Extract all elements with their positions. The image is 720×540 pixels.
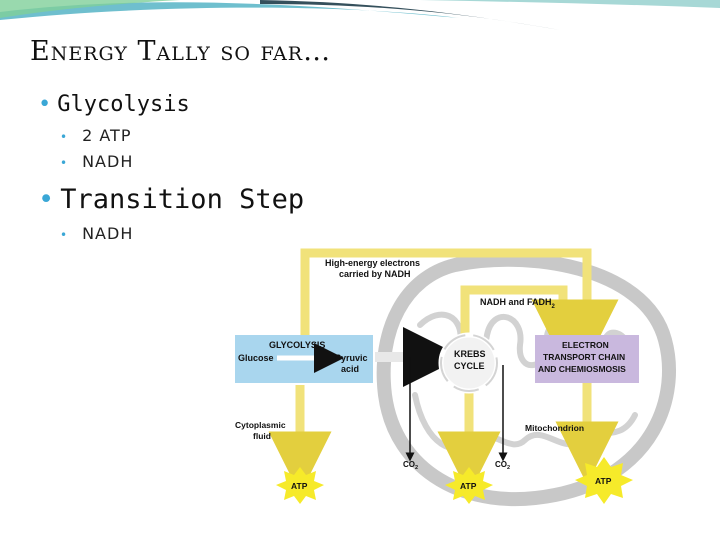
- label-co2-1: CO2: [403, 460, 418, 471]
- bullet-dot-icon: •: [60, 156, 69, 170]
- bullet-transition-step: •Transition Step: [38, 184, 304, 215]
- subitem-label: NADH: [82, 224, 134, 243]
- bullet-dot-icon: •: [38, 92, 52, 117]
- label-pyruvic-line1: Pyruvic: [335, 353, 368, 363]
- electron-transport-chain-box: [535, 335, 639, 383]
- label-cytoplasmic-line1: Cytoplasmic: [235, 420, 286, 430]
- bullet-dot-icon: •: [60, 228, 69, 242]
- header-decoration: [0, 0, 720, 30]
- subitem-nadh-transition: • NADH: [60, 224, 133, 243]
- label-krebs-line1: KREBS: [454, 349, 486, 359]
- label-high-energy-line1: High-energy electrons: [325, 258, 420, 268]
- label-nadh-fadh2: NADH and FADH2: [480, 297, 556, 310]
- label-pyruvic-line2: acid: [341, 364, 359, 374]
- label-atp-etc: ATP: [595, 476, 612, 486]
- decor-swoosh-light: [420, 0, 720, 8]
- krebs-cycle-ring: [440, 334, 498, 392]
- bullet-label: Glycolysis: [57, 92, 190, 117]
- atp-burst-etc: [575, 457, 633, 504]
- label-atp-krebs: ATP: [460, 481, 477, 491]
- atp-burst-glycolysis: [276, 467, 324, 504]
- label-atp-glycolysis: ATP: [291, 481, 308, 491]
- nadh-arrow-glycolysis: [300, 248, 619, 363]
- label-cytoplasmic-line2: fluid: [253, 431, 271, 441]
- decor-swoosh-teal: [0, 2, 460, 20]
- nadh-fadh2-arrow: [460, 285, 595, 363]
- decor-swoosh-green: [0, 0, 180, 18]
- label-glucose: Glucose: [238, 353, 274, 363]
- bullet-glycolysis: •Glycolysis: [38, 92, 190, 117]
- cellular-respiration-diagram: High-energy electrons carried by NADH NA…: [235, 248, 676, 506]
- label-etc-line3: AND CHEMIOSMOSIS: [538, 364, 626, 374]
- subitem-label: NADH: [82, 152, 134, 171]
- bullet-dot-icon: •: [38, 184, 55, 215]
- label-etc-line1: ELECTRON: [562, 340, 609, 350]
- label-krebs-line2: CYCLE: [454, 361, 485, 371]
- subitem-nadh: • NADH: [60, 152, 133, 171]
- label-etc-line2: TRANSPORT CHAIN: [543, 352, 625, 362]
- label-mitochondrion: Mitochondrion: [525, 423, 584, 433]
- label-glycolysis: GLYCOLYSIS: [269, 340, 325, 350]
- decor-swoosh-dark: [260, 0, 560, 30]
- label-co2-2: CO2: [495, 460, 510, 471]
- subitem-2-atp: • 2 ATP: [60, 126, 131, 145]
- subitem-label: 2 ATP: [82, 126, 132, 145]
- bullet-label: Transition Step: [60, 184, 305, 215]
- slide-title: Energy Tally so far…: [30, 36, 332, 67]
- bullet-dot-icon: •: [60, 130, 69, 144]
- atp-burst-krebs: [445, 467, 493, 504]
- label-high-energy-line2: carried by NADH: [339, 269, 411, 279]
